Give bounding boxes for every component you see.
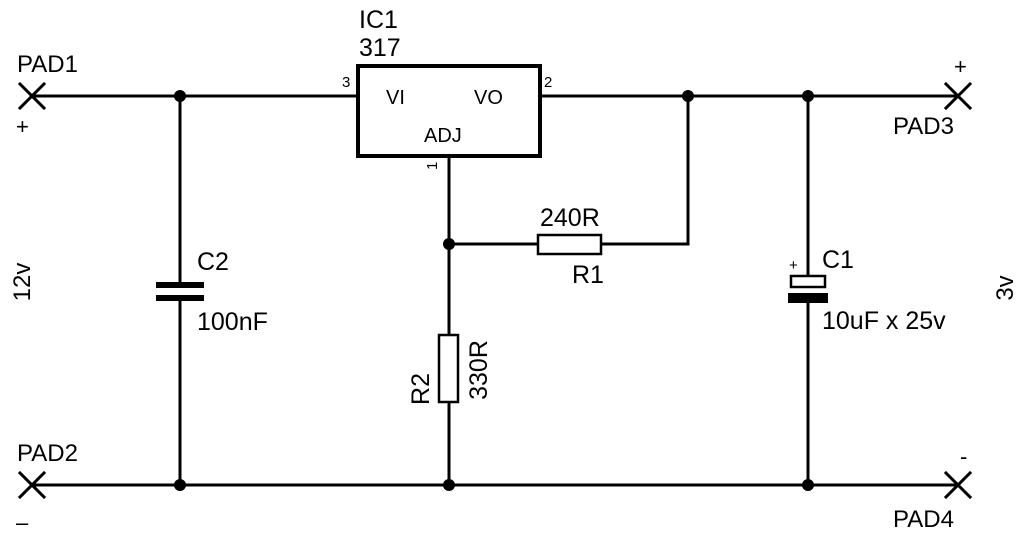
pad2-cross-icon bbox=[17, 470, 47, 500]
pad2-label: PAD2 bbox=[17, 440, 78, 467]
r1-ref: R1 bbox=[572, 261, 604, 289]
ic1-value: 317 bbox=[359, 34, 401, 62]
junctions bbox=[174, 90, 814, 491]
pad1[interactable]: PAD1 + bbox=[16, 51, 78, 139]
c1-value: 10uF x 25v bbox=[822, 307, 946, 335]
c1-ref: C1 bbox=[822, 246, 854, 274]
ic1-pin-vo-name: VO bbox=[474, 87, 503, 109]
ic1-ref: IC1 bbox=[359, 6, 398, 34]
pad4-cross-icon bbox=[943, 470, 973, 500]
pad1-polarity: + bbox=[16, 114, 29, 139]
ic1-body bbox=[356, 64, 542, 158]
ic1-pin-adj-name: ADJ bbox=[424, 125, 462, 147]
junction-dot bbox=[443, 479, 455, 491]
junction-dot bbox=[802, 479, 814, 491]
r2-resistor-icon bbox=[437, 333, 460, 404]
ic1-pin-adj-number: 1 bbox=[424, 162, 441, 170]
c2-capacitor-icon bbox=[156, 282, 204, 301]
pad1-label: PAD1 bbox=[17, 51, 78, 78]
c2-value: 100nF bbox=[197, 308, 268, 336]
c1-capacitor[interactable]: + C1 10uF x 25v bbox=[788, 246, 946, 335]
pad4[interactable]: PAD4 - bbox=[893, 444, 973, 533]
pad3-polarity: + bbox=[954, 54, 967, 79]
input-voltage-label: 12v bbox=[9, 263, 36, 302]
ic1-pin-vo-number: 2 bbox=[544, 74, 552, 91]
c2-ref: C2 bbox=[197, 248, 229, 276]
pad4-label: PAD4 bbox=[893, 506, 954, 533]
pad3[interactable]: PAD3 + bbox=[893, 54, 973, 140]
junction-dot bbox=[443, 238, 455, 250]
pad1-cross-icon bbox=[17, 81, 47, 111]
output-voltage-label: 3v bbox=[992, 275, 1019, 300]
junction-dot bbox=[682, 90, 694, 102]
r1-value: 240R bbox=[540, 204, 600, 232]
c2-capacitor[interactable]: C2 100nF bbox=[156, 248, 268, 336]
r2-ref: R2 bbox=[407, 373, 435, 405]
c1-polarity: + bbox=[789, 257, 798, 274]
ic1-regulator[interactable]: IC1 317 VI VO ADJ 3 2 1 bbox=[342, 6, 552, 170]
pad4-polarity: - bbox=[960, 444, 967, 469]
pad2-polarity: – bbox=[16, 510, 29, 535]
junction-dot bbox=[802, 90, 814, 102]
ic1-pin-vi-name: VI bbox=[386, 87, 405, 109]
ic1-pin-vi-number: 3 bbox=[342, 74, 350, 91]
junction-dot bbox=[174, 479, 186, 491]
wires bbox=[30, 94, 960, 487]
r2-resistor[interactable]: R2 330R bbox=[407, 333, 493, 405]
pad2[interactable]: PAD2 – bbox=[16, 440, 78, 535]
r2-value: 330R bbox=[465, 340, 493, 400]
r1-resistor[interactable]: 240R R1 bbox=[536, 204, 604, 289]
c1-electrolytic-icon bbox=[788, 274, 828, 303]
junction-dot bbox=[174, 90, 186, 102]
r1-resistor-icon bbox=[536, 233, 603, 256]
pad3-label: PAD3 bbox=[893, 113, 954, 140]
pad3-cross-icon bbox=[943, 81, 973, 111]
